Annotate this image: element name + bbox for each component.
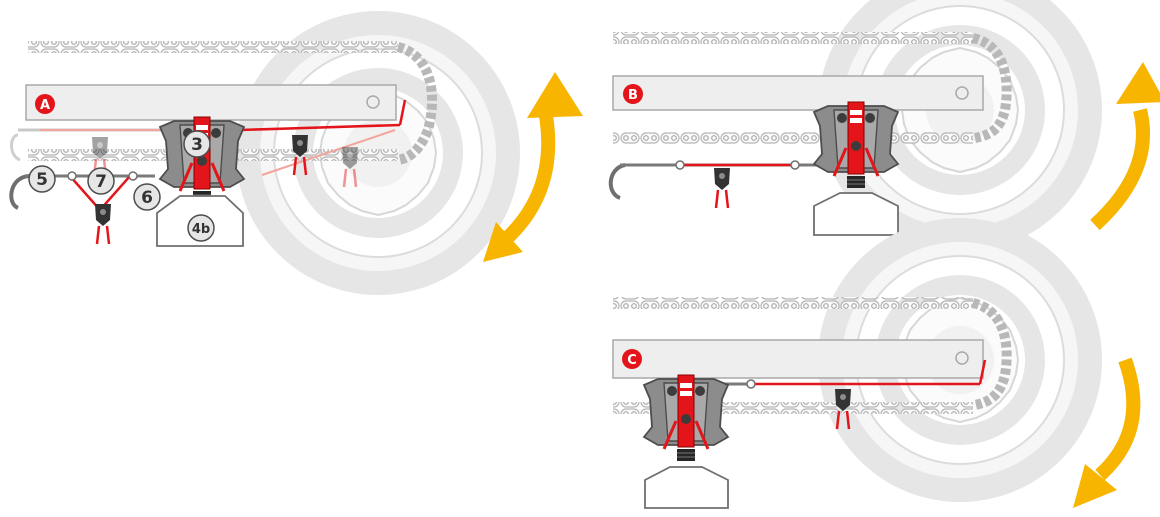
panel-badge-a [35, 94, 55, 114]
panel-badge-c [622, 349, 642, 369]
panel-badge-b [623, 84, 643, 104]
callout-3: 3 [191, 135, 203, 155]
strap-clip-b [712, 166, 732, 210]
callout-4b: 4b [192, 222, 210, 237]
callout-7: 7 [95, 172, 107, 192]
strap-a-right [239, 123, 401, 132]
swingarm-a [25, 84, 397, 121]
panel-b: B [608, 0, 1160, 252]
hook-a [9, 174, 31, 210]
callout-3-circle [183, 130, 211, 158]
rotation-arrow-up-icon [1090, 62, 1160, 231]
panel-c: C [612, 218, 1141, 509]
panel-label-b: B [628, 88, 638, 103]
panel-a: A 3 4b 5 6 7 [9, 11, 583, 295]
stand-c [644, 466, 729, 509]
chain-upper-a [28, 41, 398, 53]
axle-a [366, 95, 380, 109]
chain-upper-c [613, 297, 973, 309]
swingarm-c [612, 339, 984, 379]
callout-4b-circle [187, 214, 215, 242]
callout-5-circle [28, 165, 56, 193]
chain-tensioner-a [158, 115, 246, 205]
callout-7-circle [87, 167, 115, 195]
panel-label-a: A [40, 98, 50, 113]
callout-6: 6 [141, 188, 153, 208]
panel-label-c: C [627, 353, 637, 368]
strap-clip-a-left [93, 202, 113, 246]
chain-upper-b [613, 32, 973, 44]
rotation-arrow-both-icon [483, 72, 583, 262]
chain-lower-b [613, 132, 973, 144]
rotation-arrow-down-icon [1073, 357, 1141, 508]
stand-b [813, 192, 899, 236]
swingarm-b [612, 75, 984, 111]
hook-b [608, 163, 626, 200]
chain-tensioner-c [642, 373, 730, 463]
chain-wrap-a [396, 42, 438, 165]
callout-5: 5 [36, 170, 48, 190]
callout-6-circle [133, 183, 161, 211]
